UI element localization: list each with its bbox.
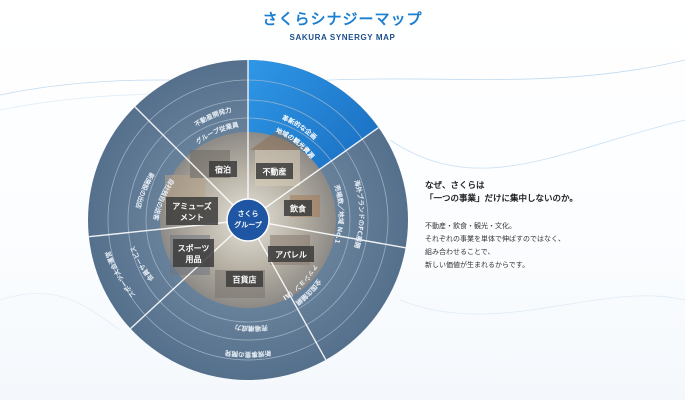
- sector-dividers: [89, 60, 406, 361]
- center-label-line1: さくら: [238, 209, 259, 218]
- segment-sports-line2: 用品: [185, 255, 202, 264]
- ring-label-sales-floor: 売場構成力: [234, 323, 268, 333]
- ring-label-share-no1: 売場数／地域 No.1: [333, 184, 346, 245]
- page-subtitle: SAKURA SYNERGY MAP: [289, 33, 396, 42]
- page-title: さくらシナジーマップ: [262, 10, 423, 28]
- synergy-explanation: なぜ、さくらは 「一つの事業」だけに集中しないのか。 不動産・飲食・観光・文化。…: [425, 180, 680, 272]
- segment-amusement-line2: メント: [180, 213, 204, 222]
- ring-label-new-business: 新規事業の開発: [224, 349, 272, 360]
- segment-sports-line1: スポーツ: [178, 243, 210, 253]
- description-line4: 新しい価値が生まれるからです。: [425, 261, 530, 269]
- segment-amusement-line1: アミューズ: [172, 201, 211, 211]
- segment-department-store: 百貨店: [233, 275, 257, 285]
- description-block: 不動産・飲食・観光・文化。 それぞれの事業を単体で伸ばすのではなく、 組み合わせ…: [425, 220, 680, 272]
- description-line3: 組み合わせることで、: [425, 248, 495, 256]
- center-badge: [226, 198, 270, 242]
- question-line2: 「一つの事業」だけに集中しないのか。: [425, 194, 578, 204]
- question-line1: なぜ、さくらは: [425, 181, 485, 191]
- description-line2: それぞれの事業を単体で伸ばすのではなく、: [425, 235, 565, 243]
- segment-apparel: アパレル: [275, 250, 307, 260]
- segment-labels: 不動産 飲食 アパレル 百貨店 スポーツ 用品 アミューズ メント 宿泊: [166, 161, 314, 287]
- center-label-line2: グループ: [234, 220, 263, 229]
- segment-lodging: 宿泊: [215, 165, 231, 175]
- segment-food: 飲食: [289, 204, 307, 214]
- segment-real-estate: 不動産: [263, 167, 287, 177]
- description-line1: 不動産・飲食・観光・文化。: [425, 222, 516, 230]
